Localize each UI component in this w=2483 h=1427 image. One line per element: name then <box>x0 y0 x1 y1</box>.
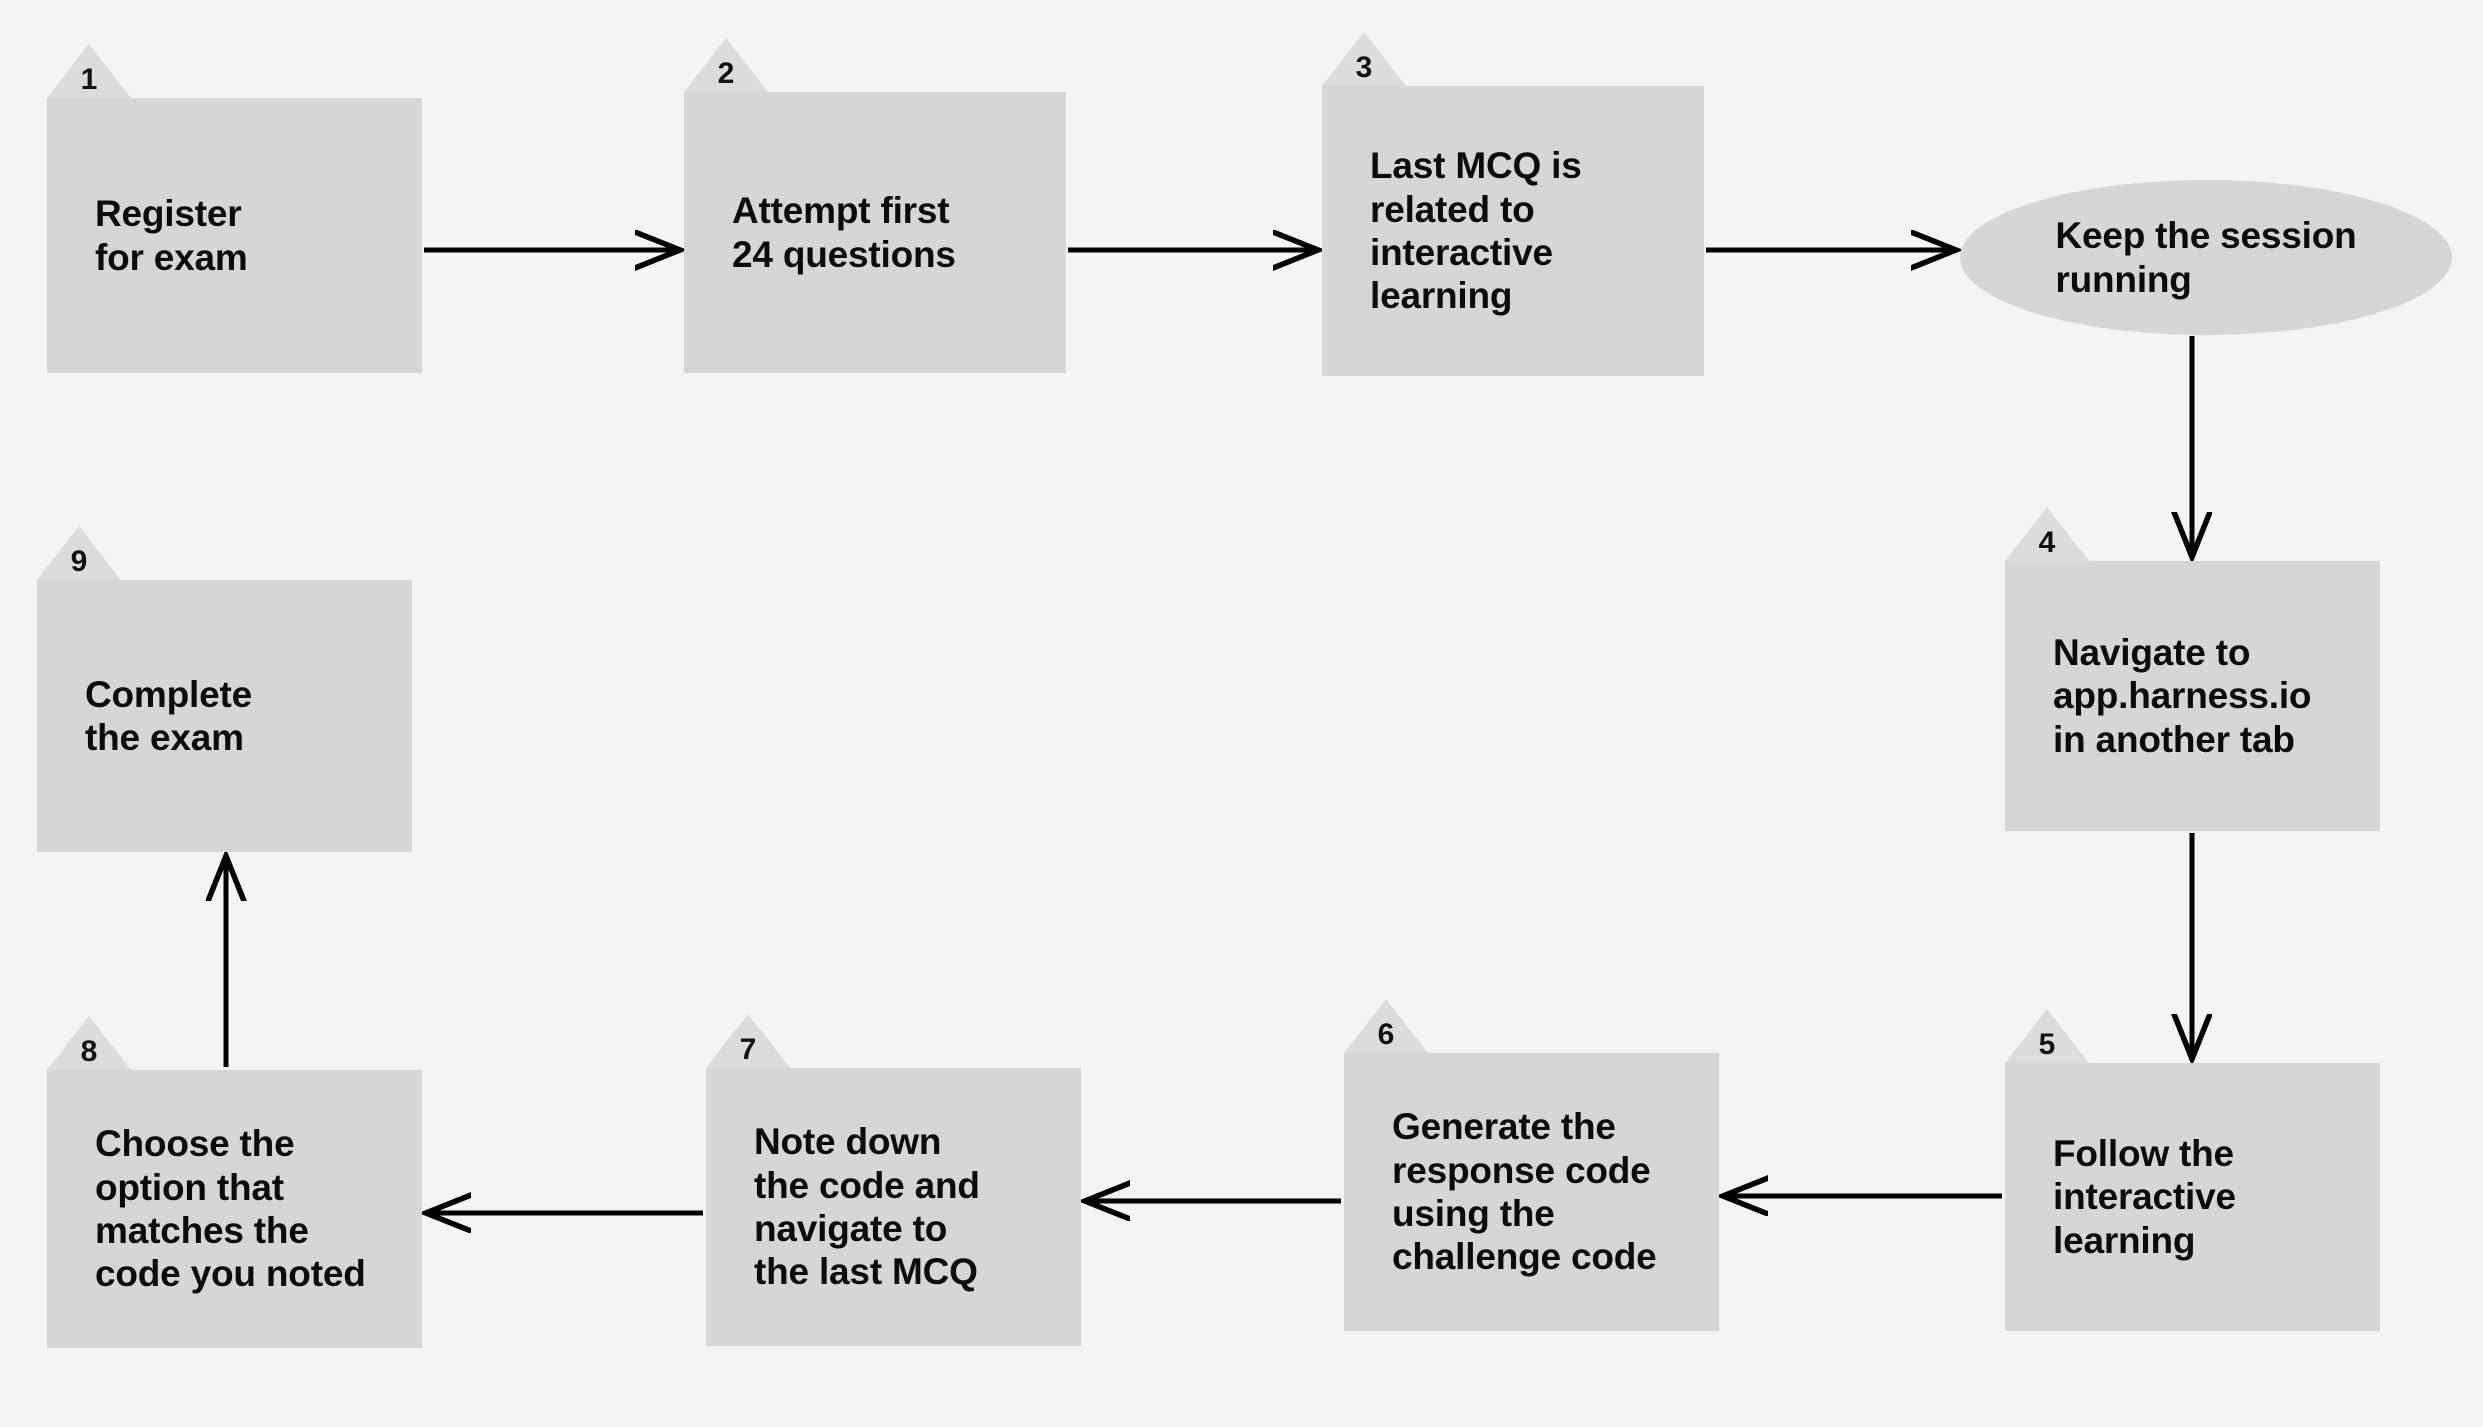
flow-node-label: Complete the exam <box>85 673 252 758</box>
triangle-icon <box>2005 507 2089 561</box>
triangle-icon <box>2005 1009 2089 1063</box>
step-number-label: 3 <box>1355 51 1373 84</box>
step-number-badge: 7 <box>706 1014 790 1068</box>
step-number-label: 8 <box>80 1035 98 1068</box>
triangle-icon <box>37 526 121 580</box>
flow-node-n9[interactable]: Complete the exam <box>37 580 412 852</box>
flow-node-label: Attempt first 24 questions <box>732 190 956 275</box>
flow-node-n3[interactable]: Last MCQ is related to interactive learn… <box>1322 86 1704 376</box>
triangle-icon <box>706 1014 790 1068</box>
flow-node-label: Note down the code and navigate to the l… <box>754 1121 980 1293</box>
flow-node-n6[interactable]: Generate the response code using the cha… <box>1344 1053 1719 1331</box>
step-number-label: 5 <box>2038 1028 2056 1061</box>
flow-node-label: Choose the option that matches the code … <box>95 1123 366 1295</box>
triangle-icon <box>47 44 131 98</box>
flow-node-label: Navigate to app.harness.io in another ta… <box>2053 632 2312 760</box>
flow-node-n4[interactable]: Navigate to app.harness.io in another ta… <box>2005 561 2380 831</box>
flow-node-n2[interactable]: Attempt first 24 questions <box>684 92 1066 373</box>
step-number-label: 1 <box>80 63 98 96</box>
flow-node-n8[interactable]: Choose the option that matches the code … <box>47 1070 422 1348</box>
flow-node-label: Register for exam <box>95 193 248 278</box>
step-number-label: 6 <box>1377 1018 1395 1051</box>
flow-node-label: Last MCQ is related to interactive learn… <box>1370 145 1582 317</box>
step-number-label: 2 <box>717 57 735 90</box>
step-number-label: 4 <box>2038 526 2056 559</box>
flow-node-label: Generate the response code using the cha… <box>1392 1106 1657 1278</box>
step-number-badge: 9 <box>37 526 121 580</box>
flow-node-n7[interactable]: Note down the code and navigate to the l… <box>706 1068 1081 1346</box>
flow-node-label: Keep the session running <box>2055 215 2357 300</box>
flow-node-n5[interactable]: Follow the interactive learning <box>2005 1063 2380 1331</box>
step-number-badge: 2 <box>684 38 768 92</box>
step-number-badge: 1 <box>47 44 131 98</box>
step-number-badge: 6 <box>1344 999 1428 1053</box>
step-number-badge: 5 <box>2005 1009 2089 1063</box>
triangle-icon <box>47 1016 131 1070</box>
triangle-icon <box>684 38 768 92</box>
flow-node-n1[interactable]: Register for exam <box>47 98 422 373</box>
step-number-badge: 3 <box>1322 32 1406 86</box>
step-number-label: 9 <box>70 545 88 578</box>
step-number-label: 7 <box>739 1033 757 1066</box>
step-number-badge: 4 <box>2005 507 2089 561</box>
step-number-badge: 8 <box>47 1016 131 1070</box>
triangle-icon <box>1344 999 1428 1053</box>
triangle-icon <box>1322 32 1406 86</box>
flow-node-label: Follow the interactive learning <box>2053 1133 2236 1261</box>
flow-node-n_ellipse[interactable]: Keep the session running <box>1960 180 2452 335</box>
